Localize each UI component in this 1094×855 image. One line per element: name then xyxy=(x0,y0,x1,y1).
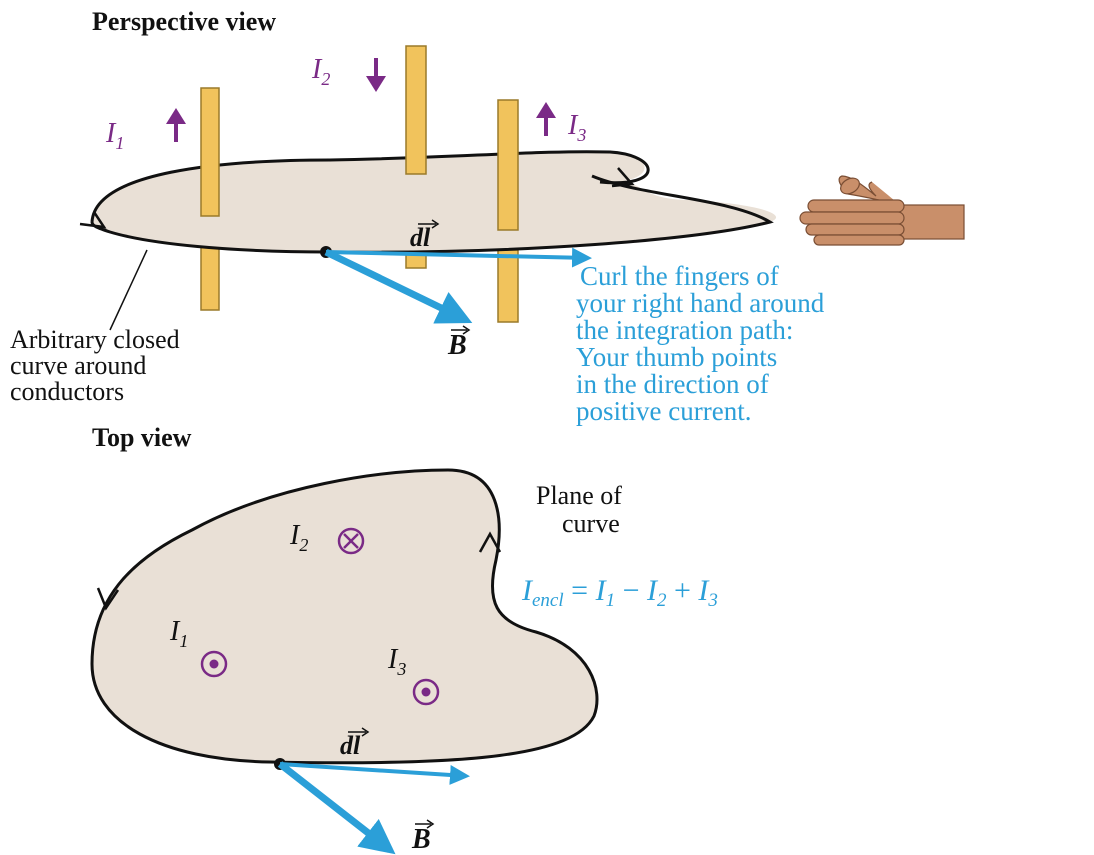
perspective-dl-label: dl xyxy=(410,219,440,252)
current-i3-label: I3 xyxy=(567,110,586,145)
top-current-i1-label: I1 xyxy=(169,616,188,651)
current-i3-up-arrow xyxy=(536,102,556,136)
rod-3-lower xyxy=(497,249,519,323)
svg-text:B: B xyxy=(447,330,467,361)
circled-dot-icon xyxy=(200,650,228,678)
current-i2-label: I2 xyxy=(311,54,330,89)
circled-dot-icon xyxy=(412,678,440,706)
caption-leader-line xyxy=(109,249,148,331)
svg-text:I2: I2 xyxy=(289,520,308,555)
rod-3-upper xyxy=(497,99,519,231)
current-i2-down-arrow xyxy=(366,58,386,92)
perspective-curve-lower xyxy=(90,174,774,254)
top-surface xyxy=(90,468,599,765)
perspective-b-vector xyxy=(324,248,473,324)
svg-text:I1: I1 xyxy=(169,616,188,651)
rod-1-upper xyxy=(200,87,220,217)
top-curve-arrowhead-right xyxy=(478,531,502,553)
svg-text:I3: I3 xyxy=(567,110,586,145)
curve-arrowhead-left xyxy=(79,211,107,229)
current-i1-label: I1 xyxy=(105,118,124,153)
svg-text:I3: I3 xyxy=(387,644,406,679)
perspective-closed-curve xyxy=(90,150,650,223)
top-current-i3-label: I3 xyxy=(387,644,406,679)
top-curve-arrowhead-left xyxy=(96,587,120,611)
top-dl-label: dl xyxy=(340,727,370,760)
top-b-vector xyxy=(277,761,396,855)
circled-cross-icon xyxy=(337,527,365,555)
plane-of-curve-caption: Plane of curve xyxy=(536,481,628,538)
enclosed-current-equation: Iencl = I1 − I2 + I3 xyxy=(521,574,718,611)
rod-1-lower xyxy=(200,244,220,311)
top-b-label: B xyxy=(411,819,435,855)
right-hand-rule-instruction: Curl the fingers of your right hand arou… xyxy=(576,261,831,426)
perspective-dl-vector xyxy=(325,247,592,268)
svg-text:B: B xyxy=(411,824,431,855)
perspective-view-heading: Perspective view xyxy=(92,7,276,36)
top-view-heading: Top view xyxy=(92,423,192,452)
current-i1-up-arrow xyxy=(166,108,186,142)
svg-text:I1: I1 xyxy=(105,118,124,153)
perspective-surface xyxy=(92,151,777,253)
rod-2-upper xyxy=(405,45,427,175)
svg-text:I2: I2 xyxy=(311,54,330,89)
svg-text:dl: dl xyxy=(410,223,431,252)
perspective-b-label: B xyxy=(447,325,471,361)
svg-text:dl: dl xyxy=(340,731,361,760)
top-current-i2-label: I2 xyxy=(289,520,308,555)
top-dl-vector xyxy=(279,762,470,785)
curve-arrowhead-right xyxy=(611,167,635,188)
thumbs-up-right-hand-icon xyxy=(799,175,965,246)
curve-caption: Arbitrary closed curve around conductors xyxy=(10,325,186,406)
